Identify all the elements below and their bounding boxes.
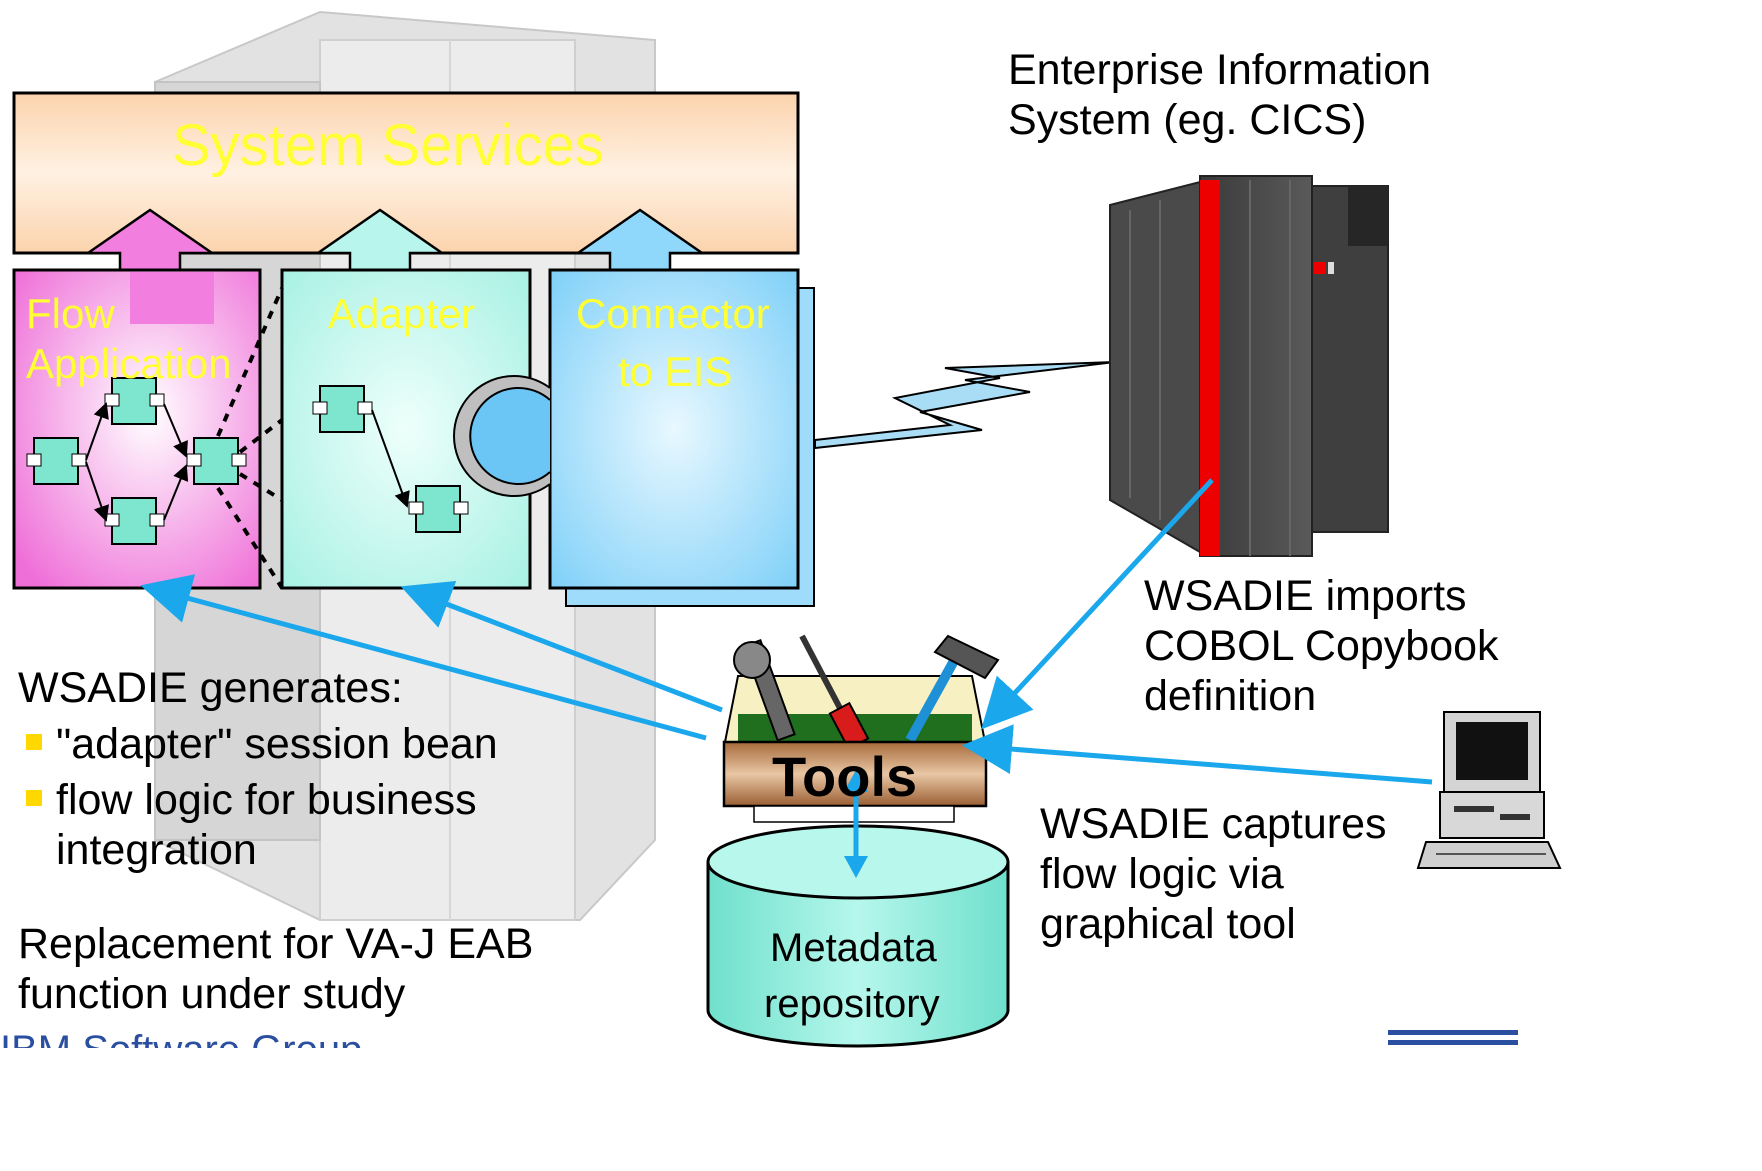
system-services-title: System Services — [172, 113, 604, 178]
arrow-from-computer — [962, 724, 1433, 785]
flow-title-line2: Application — [26, 340, 232, 387]
bullet-marker — [26, 734, 42, 750]
component-node — [104, 377, 165, 425]
eis-label-line2: System (eg. CICS) — [1008, 96, 1367, 144]
connector-title-line2: to EIS — [618, 348, 733, 395]
imports-note-line2: COBOL Copybook — [1144, 622, 1499, 670]
replacement-note-line1: Replacement for VA-J EAB — [18, 920, 534, 968]
bullet-marker — [26, 790, 42, 806]
flow-arrows — [140, 478, 1433, 872]
network-link-bolt — [814, 361, 1116, 450]
connector-title-line1: Connector — [576, 290, 770, 337]
ibm-logo — [1388, 1030, 1518, 1045]
connector-box — [453, 268, 815, 607]
wrench-icon — [733, 638, 796, 742]
service-arrows — [84, 208, 706, 274]
captures-note-line3: graphical tool — [1040, 900, 1296, 948]
imports-note-line1: WSADIE imports — [1144, 572, 1467, 620]
mainframe-eis — [1109, 175, 1389, 557]
imports-note-line3: definition — [1144, 672, 1317, 720]
replacement-note-line2: function under study — [18, 970, 406, 1018]
computer-icon — [1416, 711, 1562, 869]
component-node — [408, 485, 469, 533]
arrowhead-up — [844, 770, 868, 792]
flow-components — [26, 377, 247, 545]
repository-label-line2: repository — [764, 982, 940, 1026]
arrow-from-eis — [981, 478, 1214, 730]
generates-item-2-cont: integration — [56, 826, 257, 874]
generates-item-2: flow logic for business — [56, 776, 477, 824]
generates-item-1: "adapter" session bean — [56, 720, 498, 768]
adapter-components — [312, 385, 469, 533]
component-node — [104, 497, 165, 545]
tools-label: Tools — [772, 745, 918, 808]
component-node — [26, 437, 87, 485]
arrow-to-adapter — [400, 581, 723, 713]
arrowhead-down — [844, 856, 868, 878]
component-node — [312, 385, 373, 433]
generates-heading: WSADIE generates: — [18, 664, 403, 712]
footer-brand: IBM Software Group — [0, 1030, 362, 1048]
component-node — [186, 437, 247, 485]
arrow-to-flow — [140, 574, 707, 741]
captures-note-line2: flow logic via — [1040, 850, 1284, 898]
dotted-connectors — [216, 287, 284, 590]
flow-title-line1: Flow — [26, 290, 115, 337]
repository-label-line1: Metadata — [770, 926, 937, 970]
eis-label-line1: Enterprise Information — [1008, 46, 1432, 94]
adapter-title: Adapter — [328, 290, 476, 337]
captures-note-line1: WSADIE captures — [1040, 800, 1387, 848]
